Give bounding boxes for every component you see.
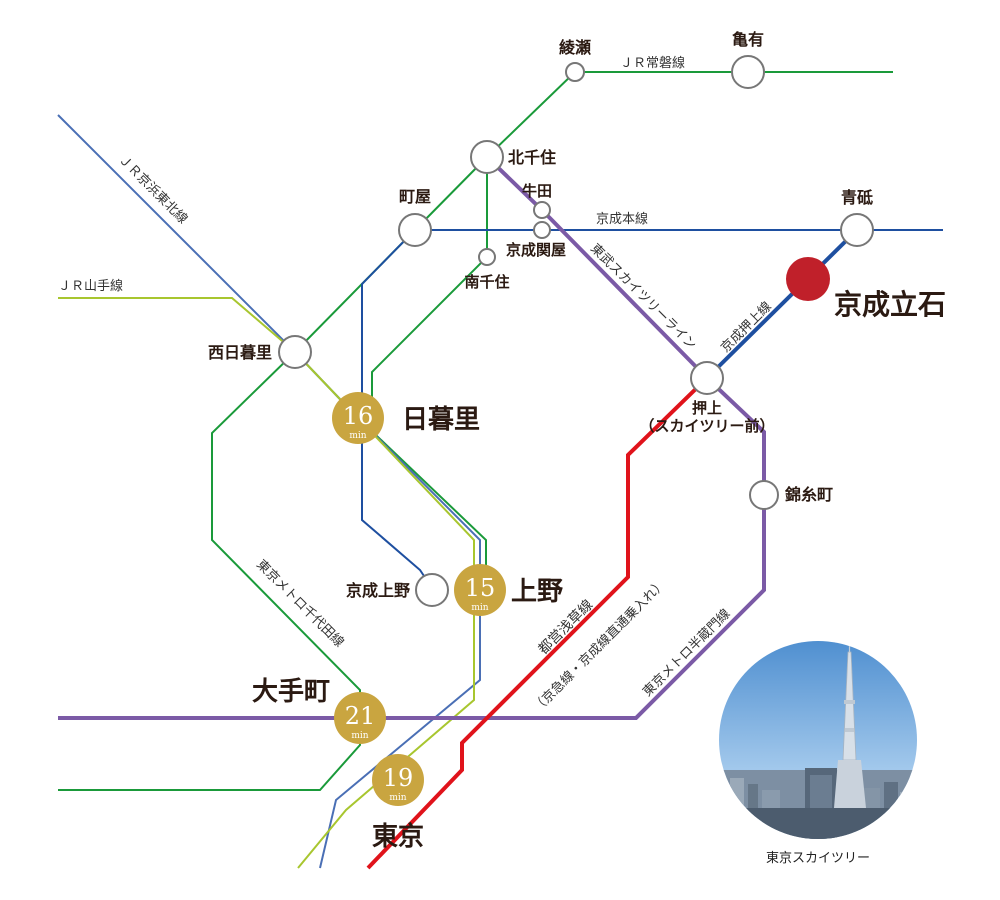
station-ayase-marker (566, 63, 584, 81)
station-aoto-label: 青砥 (841, 188, 873, 207)
line-metro-chiyoda (58, 352, 360, 790)
label-jr-yamanote: ＪＲ山手線 (58, 278, 123, 294)
station-keisei-sekiya-label: 京成関屋 (506, 241, 566, 259)
station-ueno-label: 上野 (511, 577, 563, 607)
station-keisei-tateishi-marker (786, 257, 830, 301)
station-ayase-label: 綾瀬 (559, 38, 591, 57)
station-ushida-label: 牛田 (522, 182, 552, 200)
svg-text:16: 16 (343, 402, 374, 430)
line-tobu-skytree (487, 157, 707, 378)
station-nishinippori-label: 西日暮里 (208, 343, 272, 362)
station-nippori-label: 日暮里 (402, 405, 480, 435)
svg-text:min: min (349, 431, 366, 441)
badge-nippori: 16 min (332, 392, 384, 444)
station-machiya-marker (399, 214, 431, 246)
label-keisei-main: 京成本線 (596, 211, 648, 227)
svg-text:21: 21 (345, 702, 376, 730)
station-keisei-sekiya-marker (534, 222, 550, 238)
skytree-caption: 東京スカイツリー (766, 850, 870, 866)
station-otemachi-label: 大手町 (252, 677, 330, 707)
svg-text:min: min (471, 603, 488, 613)
label-metro-chiyoda: 東京メトロ千代田線 (253, 557, 347, 651)
svg-text:min: min (389, 793, 406, 803)
station-keisei-ueno-label: 京成上野 (346, 581, 410, 600)
station-kinshicho-label: 錦糸町 (785, 485, 833, 504)
station-machiya-label: 町屋 (399, 187, 431, 206)
label-metro-hanzomon: 東京メトロ半蔵門線 (640, 606, 734, 700)
station-oshiage-sublabel: （スカイツリー前） (639, 417, 774, 435)
station-kameari-label: 亀有 (732, 30, 764, 49)
station-tokyo-label: 東京 (372, 821, 424, 852)
svg-text:min: min (351, 731, 368, 741)
station-kinshicho-marker (750, 481, 778, 509)
label-keisei-oshiage: 京成押上線 (718, 299, 775, 356)
station-minamisenju-marker (479, 249, 495, 265)
badge-tokyo: 19 min (372, 754, 424, 806)
label-tobu-skytree: 東武スカイツリーライン (587, 241, 699, 353)
station-oshiage-marker (691, 362, 723, 394)
station-oshiage-label: 押上 (692, 399, 722, 417)
label-jr-joban: ＪＲ常磐線 (620, 55, 685, 71)
line-green-diagonal (295, 157, 487, 580)
svg-text:19: 19 (383, 764, 414, 792)
line-jr-joban (487, 72, 893, 157)
station-kitasenju-marker (471, 141, 503, 173)
station-kitasenju-label: 北千住 (508, 148, 556, 167)
station-kameari-marker (732, 56, 764, 88)
station-minamisenju-label: 南千住 (464, 273, 509, 291)
station-aoto-marker (841, 214, 873, 246)
badge-ueno: 15 min (454, 564, 506, 616)
badge-otemachi: 21 min (334, 692, 386, 744)
svg-text:15: 15 (465, 574, 496, 602)
station-keisei-ueno-marker (416, 574, 448, 606)
label-jr-keihin-tohoku: ＪＲ京浜東北線 (115, 152, 191, 228)
skytree-photo (718, 640, 918, 840)
station-ushida-marker (534, 202, 550, 218)
station-nishinippori-marker (279, 336, 311, 368)
station-keisei-tateishi-label: 京成立石 (834, 288, 946, 321)
